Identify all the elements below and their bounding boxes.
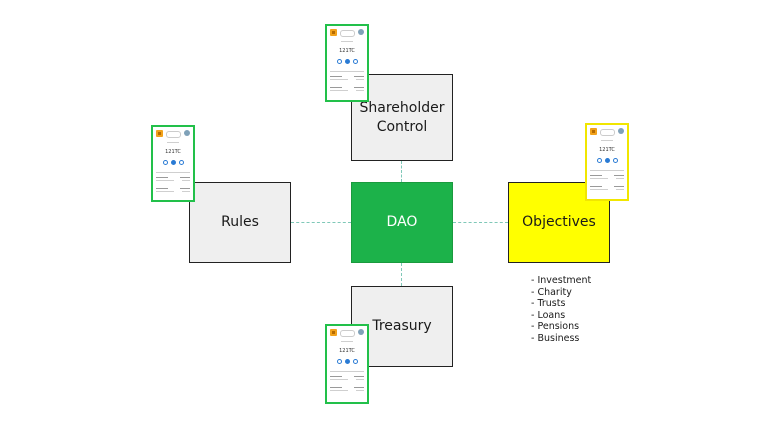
avatar [618,128,624,134]
connector-dao-treasury [401,263,402,286]
objective-item: Trusts [531,298,591,310]
wallet-logo-icon [330,329,337,336]
phone-balance: 121TC [165,149,181,155]
phone-balance: 121TC [339,48,355,54]
dao-box: DAO [351,182,453,263]
rules-box: Rules [189,182,291,263]
shareholder-label-line-1: Shareholder [359,99,445,116]
connector-shareholder-dao [401,161,402,182]
wallet-logo-icon [156,130,163,137]
phone-mockup-top: 121TC [325,24,369,102]
phone-mockup-right: 121TC [585,123,629,201]
phone-mockup-bottom: 121TC [325,324,369,404]
avatar [358,29,364,35]
objective-item: Business [531,333,591,345]
rules-label: Rules [221,214,259,230]
objective-item: Loans [531,310,591,322]
phone-mockup-left: 121TC [151,125,195,202]
dao-label: DAO [386,214,418,230]
phone-balance: 121TC [339,348,355,354]
avatar [358,329,364,335]
objective-item: Investment [531,275,591,287]
objectives-label: Objectives [522,214,596,230]
avatar [184,130,190,136]
wallet-logo-icon [590,128,597,135]
objective-item: Charity [531,287,591,299]
phone-balance: 121TC [599,147,615,153]
shareholder-label-line-2: Control [376,118,428,135]
wallet-logo-icon [330,29,337,36]
treasury-label: Treasury [372,318,432,334]
objectives-list: Investment Charity Trusts Loans Pensions… [531,275,591,345]
objective-item: Pensions [531,321,591,333]
connector-dao-objectives [453,222,508,223]
shareholder-control-box: Shareholder Control [351,74,453,161]
connector-rules-dao [291,222,351,223]
